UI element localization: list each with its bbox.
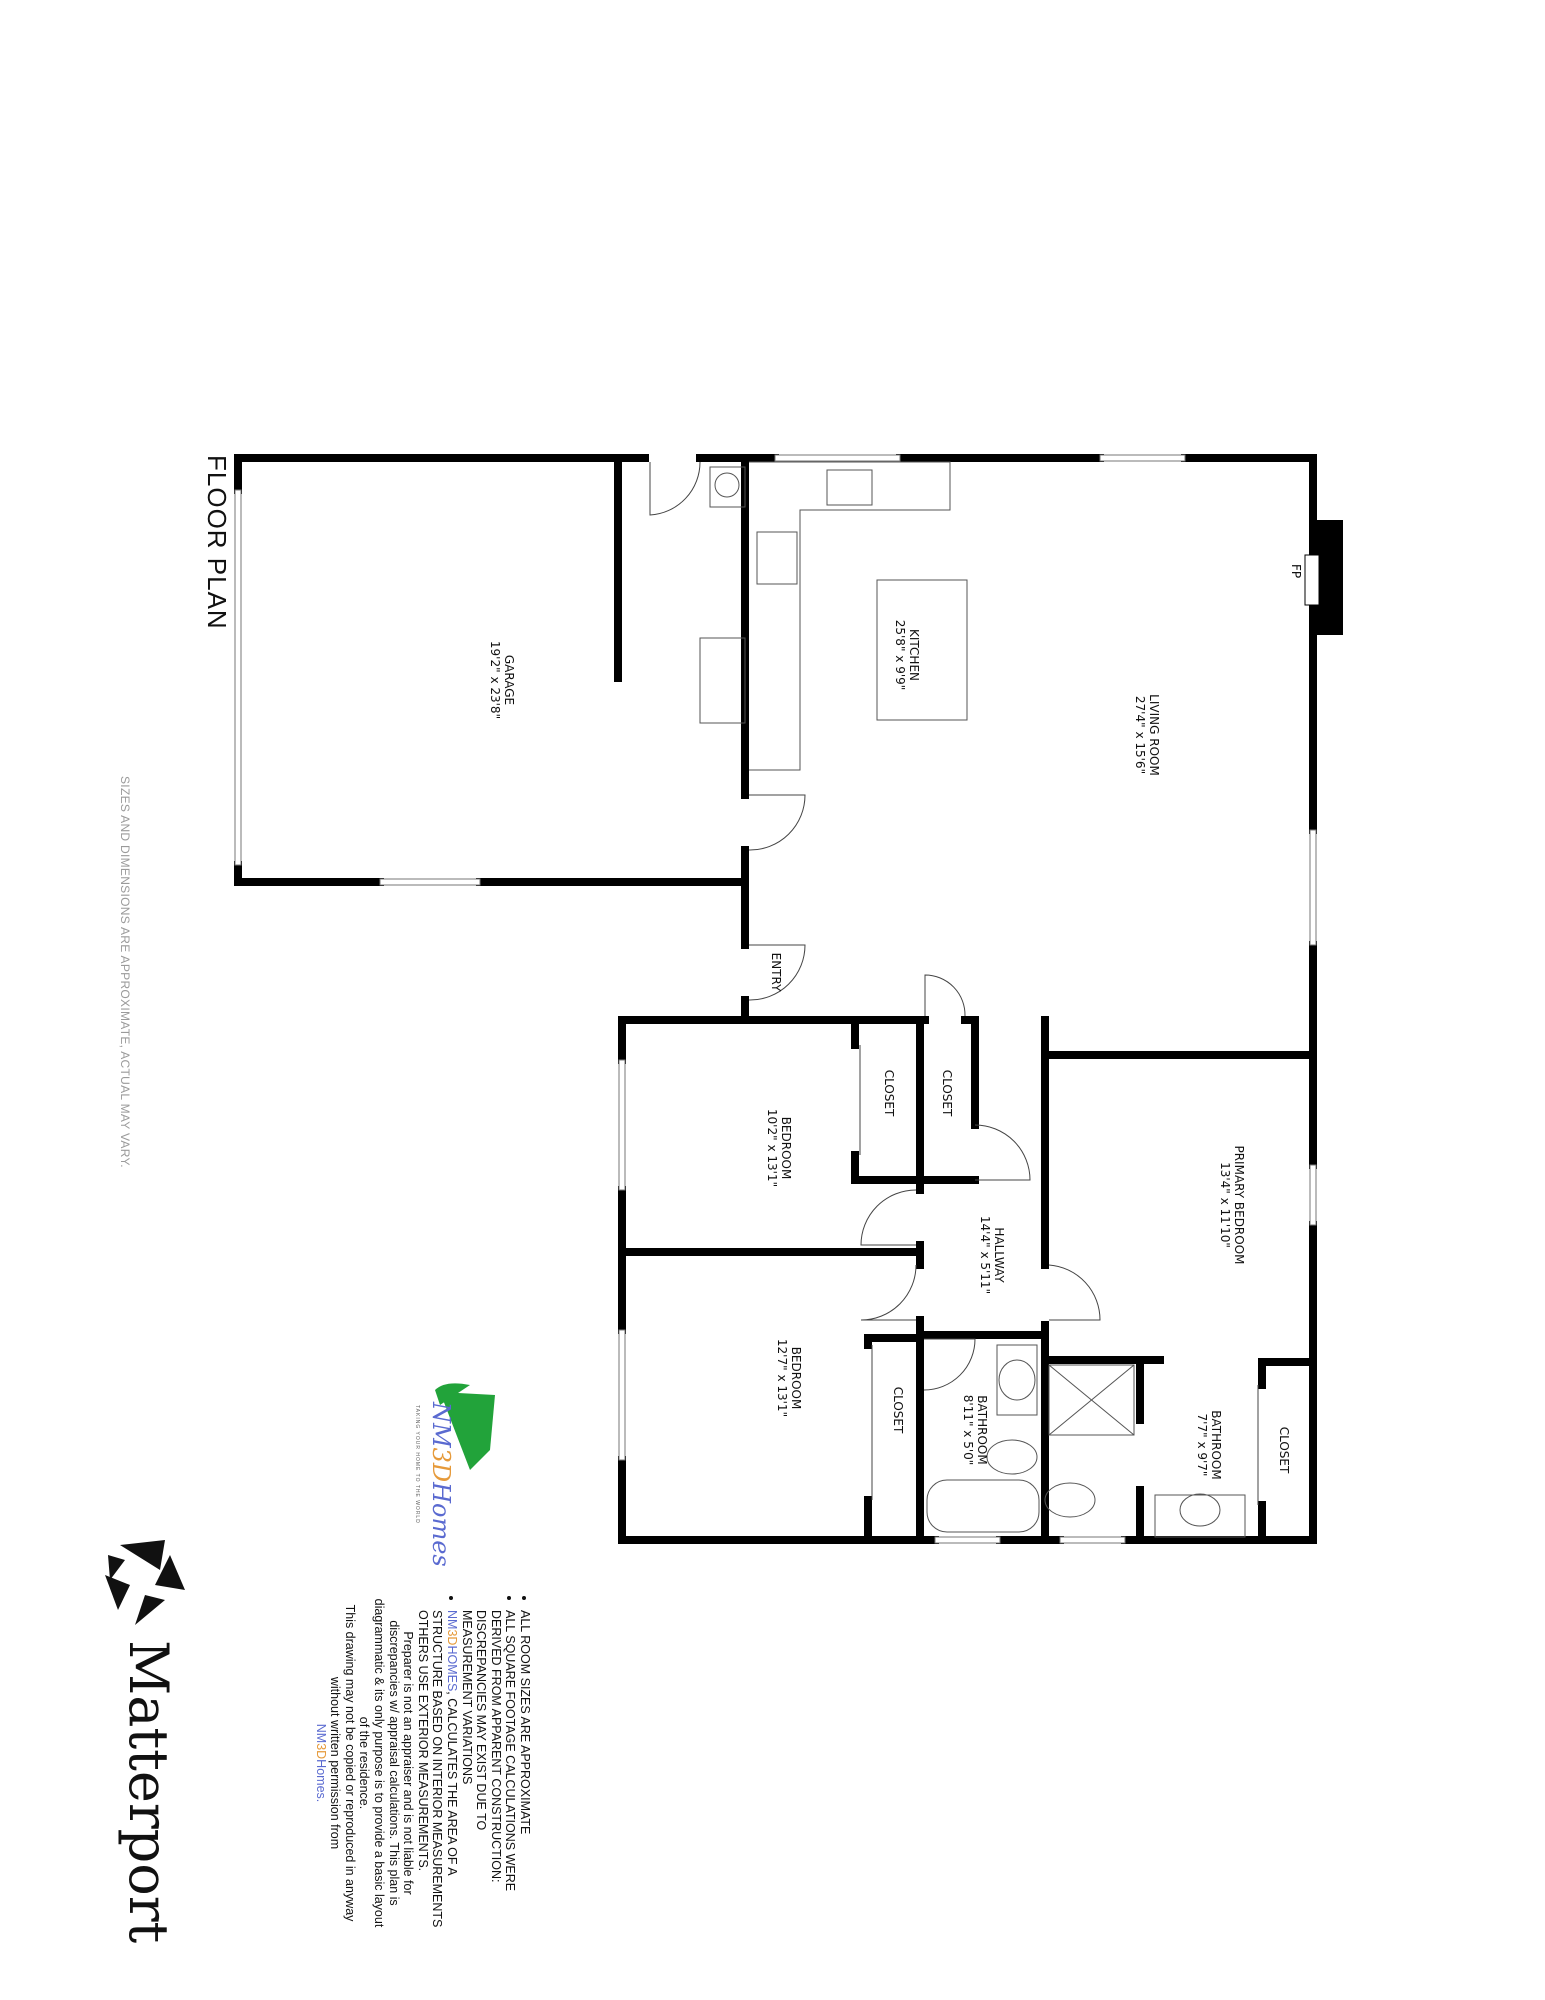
entry-label: ENTRY xyxy=(769,953,783,992)
note-item: ALL ROOM SIZES ARE APPROXIMATE xyxy=(517,1610,532,1928)
svg-text:BATHROOM8'11" x 5'0": BATHROOM8'11" x 5'0" xyxy=(961,1395,989,1466)
svg-text:BEDROOM12'7" x 13'1": BEDROOM12'7" x 13'1" xyxy=(775,1339,803,1417)
windows xyxy=(234,454,1317,1544)
nm3d-house-icon xyxy=(435,1383,495,1470)
matterport-logo: Matterport xyxy=(117,1640,180,1944)
garage-size: 19'2" x 23'8" xyxy=(488,641,502,719)
preparer-note: Preparer is not an appraiser and is not … xyxy=(357,1598,416,1928)
walls xyxy=(234,454,1317,1544)
nm3d-tagline: TAKING YOUR HOME TO THE WORLD xyxy=(414,1405,420,1524)
svg-text:BATHROOM7'7" x 9'7": BATHROOM7'7" x 9'7" xyxy=(1195,1410,1223,1479)
notes: ALL ROOM SIZES ARE APPROXIMATE ALL SQUAR… xyxy=(313,1598,532,1928)
living-label: LIVING ROOM xyxy=(1147,694,1161,776)
stove xyxy=(756,531,798,585)
hallway-size: 14'4" x 5'11" xyxy=(978,1216,992,1294)
closet3-label: CLOSET xyxy=(891,1387,905,1434)
bedroom2-size: 12'7" x 13'1" xyxy=(775,1339,789,1417)
fireplace-label: FP xyxy=(1289,564,1303,578)
bathroom1-size: 8'11" x 5'0" xyxy=(961,1395,975,1466)
garage-label: GARAGE xyxy=(502,655,516,705)
bedroom2-label: BEDROOM xyxy=(789,1347,803,1410)
closet4-label: CLOSET xyxy=(1277,1427,1291,1474)
bathroom1-label: BATHROOM xyxy=(975,1395,989,1464)
closet2-label: CLOSET xyxy=(940,1070,954,1117)
note-item: NM3DHOMES, CALCULATES THE AREA OF A STRU… xyxy=(415,1610,459,1928)
svg-text:GARAGE19'2" x 23'8": GARAGE19'2" x 23'8" xyxy=(488,641,516,719)
doors xyxy=(649,461,1259,1505)
primary-label: PRIMARY BEDROOM xyxy=(1232,1145,1246,1264)
copyright-note: This drawing may not be copied or reprod… xyxy=(328,1604,357,1922)
svg-text:HALLWAY14'4" x 5'11": HALLWAY14'4" x 5'11" xyxy=(978,1216,1006,1294)
svg-text:KITCHEN25'8" x 9'9": KITCHEN25'8" x 9'9" xyxy=(893,620,921,691)
kitchen-label: KITCHEN xyxy=(907,629,921,681)
closet1-label: CLOSET xyxy=(882,1070,896,1117)
bedroom1-label: BEDROOM xyxy=(779,1117,793,1180)
primary-size: 13'4" x 11'10" xyxy=(1218,1162,1232,1248)
svg-text:PRIMARY BEDROOM13'4" x 11'10": PRIMARY BEDROOM13'4" x 11'10" xyxy=(1218,1145,1246,1264)
bathroom2-label: BATHROOM xyxy=(1209,1410,1223,1479)
signature: NM3DHomes. xyxy=(313,1723,328,1803)
living-size: 27'4" x 15'6" xyxy=(1133,696,1147,774)
kitchen-island xyxy=(876,579,968,721)
bedroom1-size: 10'2" x 13'1" xyxy=(765,1109,779,1187)
kitchen-size: 25'8" x 9'9" xyxy=(893,620,907,691)
kitchen-fixtures xyxy=(699,461,1246,1538)
nm3d-logo: NM3DHomes xyxy=(427,1402,455,1567)
hallway-label: HALLWAY xyxy=(992,1227,1006,1283)
svg-text:LIVING ROOM27'4" x 15'6": LIVING ROOM27'4" x 15'6" xyxy=(1133,694,1161,776)
sink xyxy=(826,469,873,506)
svg-text:BEDROOM10'2" x 13'1": BEDROOM10'2" x 13'1" xyxy=(765,1109,793,1187)
bathroom2-size: 7'7" x 9'7" xyxy=(1195,1414,1209,1477)
counter xyxy=(699,637,746,724)
matterport-icon xyxy=(105,1540,185,1625)
note-item: ALL SQUARE FOOTAGE CALCULATIONS WERE DER… xyxy=(459,1610,518,1928)
washer xyxy=(709,466,746,508)
